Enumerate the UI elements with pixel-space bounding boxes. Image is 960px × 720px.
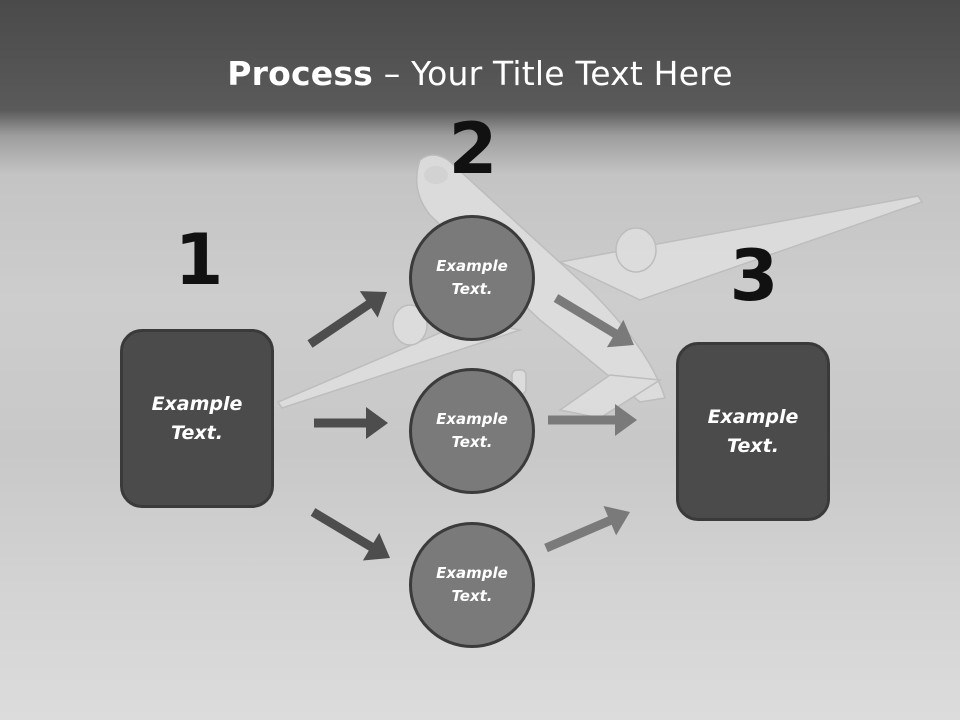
circle-top-line2: Text. bbox=[451, 280, 493, 298]
step-number-3: 3 bbox=[729, 235, 779, 317]
title-rest: – Your Title Text Here bbox=[373, 54, 733, 93]
arrow-left-to-center bbox=[314, 407, 388, 439]
circle-center-line2: Text. bbox=[451, 433, 493, 451]
left-box-line1: Example bbox=[151, 392, 243, 415]
title-bold: Process bbox=[227, 54, 374, 93]
circle-center-line1: Example bbox=[436, 410, 508, 428]
circle-bottom-line2: Text. bbox=[451, 587, 493, 605]
arrow-left-to-top bbox=[307, 291, 387, 348]
circle-bottom-line1: Example bbox=[436, 564, 508, 582]
arrow-bottom-to-right bbox=[544, 506, 630, 553]
arrow-center-to-right bbox=[548, 404, 637, 436]
left-box-line2: Text. bbox=[171, 421, 223, 444]
step-number-2: 2 bbox=[448, 108, 498, 190]
step-number-1: 1 bbox=[174, 219, 224, 301]
arrow-left-to-bottom bbox=[310, 508, 390, 561]
arrow-top-to-right bbox=[553, 294, 634, 348]
right-box-line2: Text. bbox=[727, 434, 779, 457]
circle-top-line1: Example bbox=[436, 257, 508, 275]
slide-title: Process – Your Title Text Here bbox=[0, 52, 960, 96]
right-box-line1: Example bbox=[707, 405, 799, 428]
